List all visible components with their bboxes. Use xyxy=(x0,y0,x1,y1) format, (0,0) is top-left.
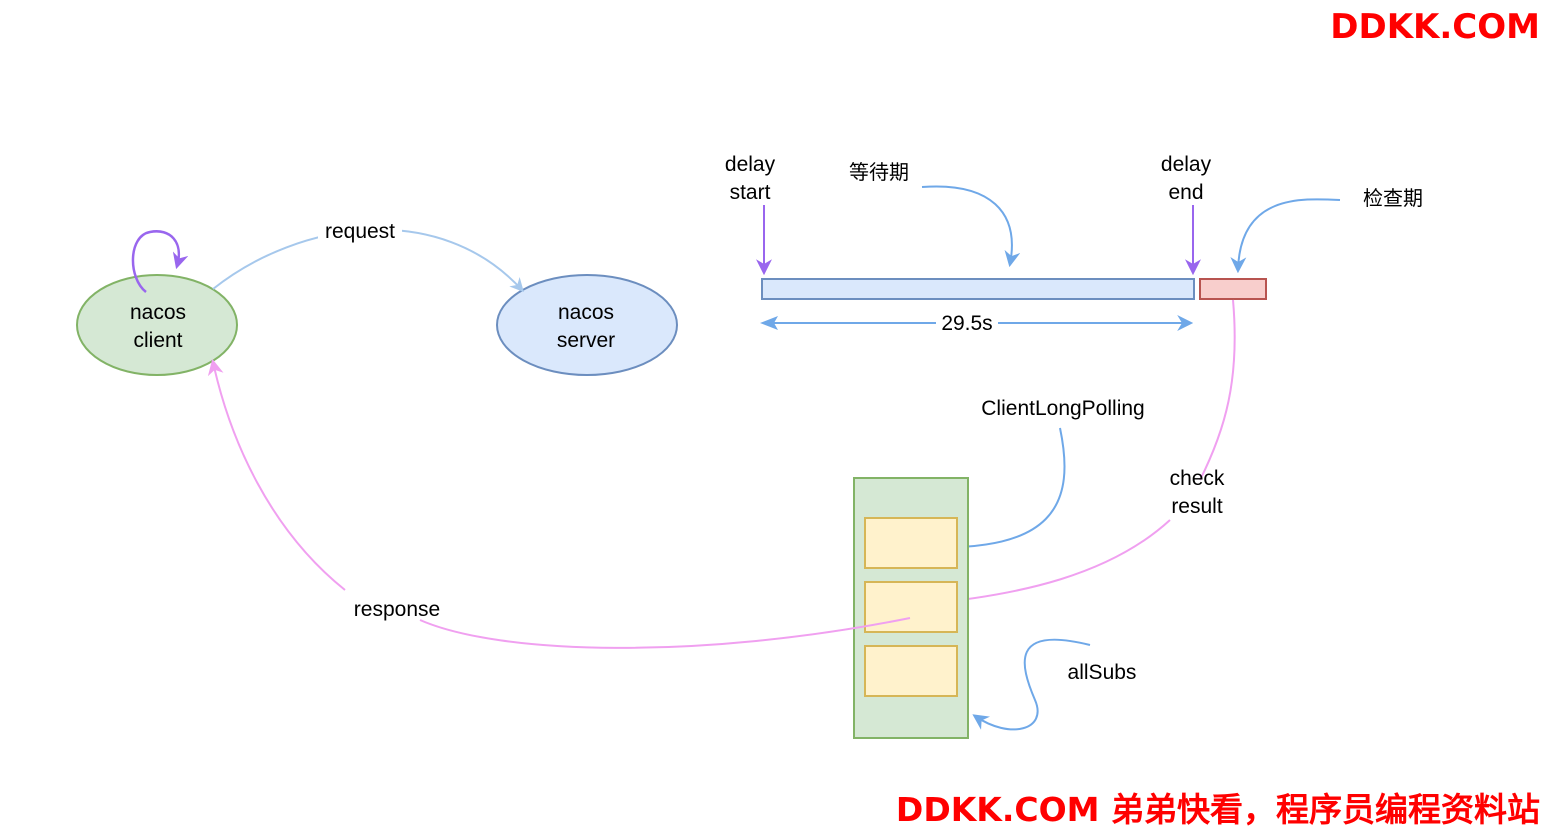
all-subs-label: allSubs xyxy=(1068,661,1137,684)
nacos-server-label-line1: nacos xyxy=(558,301,614,324)
client-long-polling-label: ClientLongPolling xyxy=(981,397,1144,420)
nacos-server-node: nacos server xyxy=(496,274,678,376)
delay-start-label-line1: delay xyxy=(725,153,776,176)
subscription-slot-1 xyxy=(864,517,958,569)
delay-end-label-line2: end xyxy=(1168,181,1203,204)
check-period-bar xyxy=(1199,278,1267,300)
nacos-server-label-line2: server xyxy=(557,329,615,352)
waiting-period-arrow xyxy=(921,185,1021,268)
duration-arrowhead-left xyxy=(760,316,778,330)
all-subs-arrow xyxy=(972,638,1091,731)
delay-start-label-line2: start xyxy=(730,181,771,204)
nacos-client-label-line1: nacos xyxy=(130,301,186,324)
waiting-period-label: 等待期 xyxy=(849,160,909,184)
response-label: response xyxy=(354,598,440,621)
watermark-bottom: DDKK.COM 弟弟快看，程序员编程资料站 xyxy=(896,790,1540,826)
check-period-arrow xyxy=(1230,198,1341,274)
delay-end-label-line1: delay xyxy=(1161,153,1212,176)
check-result-label-line1: check xyxy=(1170,467,1225,490)
check-period-label: 检查期 xyxy=(1363,186,1423,210)
check-result-label-line2: result xyxy=(1171,495,1223,518)
waiting-period-bar xyxy=(761,278,1195,300)
client-self-loop-arrow xyxy=(131,230,189,293)
duration-label: 29.5s xyxy=(941,312,992,335)
check-result-arrow xyxy=(925,299,1236,604)
response-arrow xyxy=(213,362,911,649)
nacos-client-node: nacos client xyxy=(76,274,238,376)
nacos-client-label-line2: client xyxy=(133,329,182,352)
watermark-top: DDKK.COM xyxy=(1330,7,1540,47)
request-label: request xyxy=(325,220,395,243)
subscription-slot-3 xyxy=(864,645,958,697)
